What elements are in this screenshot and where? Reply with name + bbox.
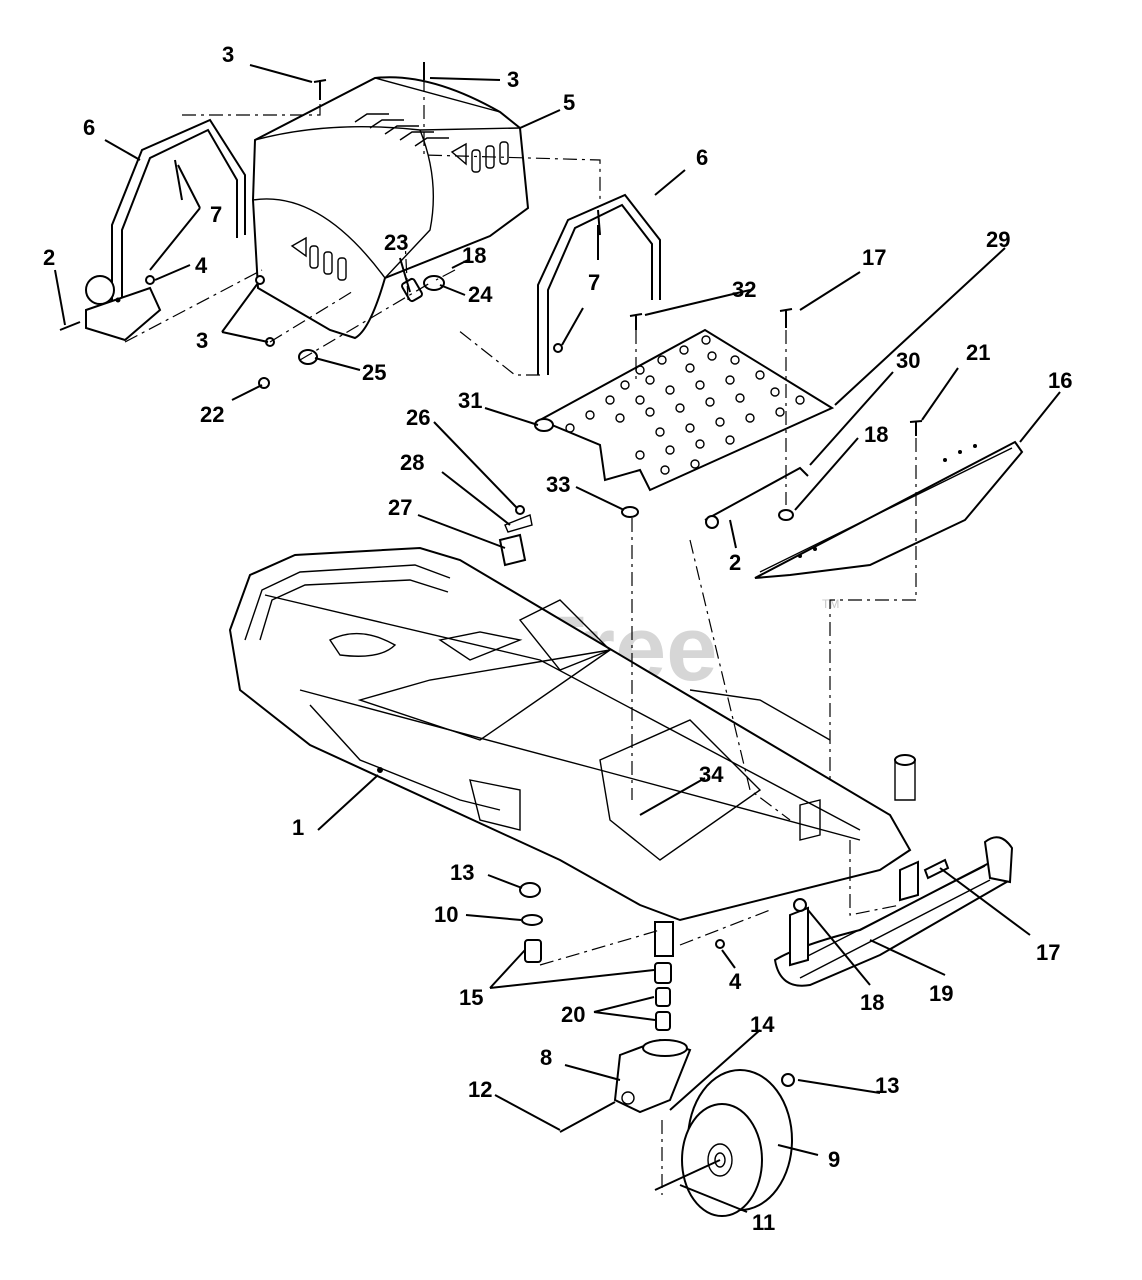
- strap-part-30: [704, 466, 809, 529]
- callout-9: 9: [828, 1147, 840, 1172]
- callout-32: 32: [732, 277, 756, 302]
- callout-8: 8: [540, 1045, 552, 1070]
- watermark-trademark: TM: [822, 597, 839, 611]
- callout-28: 28: [400, 450, 424, 475]
- bumper-part-19: [773, 836, 1014, 987]
- callout-17: 17: [1036, 940, 1060, 965]
- callout-34: 34: [699, 762, 724, 787]
- callout-24: 24: [468, 282, 493, 307]
- callout-4: 4: [195, 253, 208, 278]
- callout-18: 18: [860, 990, 884, 1015]
- nut-13b: [781, 1073, 795, 1087]
- washer-25: [298, 349, 318, 365]
- callout-2: 2: [43, 245, 55, 270]
- callout-10: 10: [434, 902, 458, 927]
- callout-6: 6: [696, 145, 708, 170]
- callout-7: 7: [588, 270, 600, 295]
- callouts: 3 3 5 6 6 7 7 4 2 3 23 18 24 25 22 17 29…: [43, 42, 1072, 1235]
- callout-7: 7: [210, 202, 222, 227]
- callout-21: 21: [966, 340, 990, 365]
- callout-14: 14: [750, 1012, 775, 1037]
- bolt-17b: [923, 858, 950, 880]
- hardware-parts: [59, 62, 950, 1133]
- callout-22: 22: [200, 402, 224, 427]
- spacer-20a: [655, 987, 671, 1007]
- bolt-21: [909, 420, 923, 436]
- callout-15: 15: [459, 985, 483, 1010]
- floor-plate-part-29: [537, 328, 835, 492]
- callout-20: 20: [561, 1002, 585, 1027]
- callout-26: 26: [406, 405, 430, 430]
- callout-18: 18: [864, 422, 888, 447]
- bearing-13a: [519, 882, 541, 898]
- bushing-15b: [654, 962, 672, 984]
- wheel-part-9: [654, 1069, 793, 1217]
- callout-13: 13: [875, 1073, 899, 1098]
- callout-13: 13: [450, 860, 474, 885]
- callout-5: 5: [563, 90, 575, 115]
- nut-4b: [715, 939, 725, 949]
- washer-24: [423, 275, 445, 291]
- callout-11: 11: [752, 1210, 775, 1235]
- pin-7a: [174, 159, 183, 201]
- callout-2: 2: [729, 550, 741, 575]
- callout-3: 3: [196, 328, 208, 353]
- nut-7b: [553, 343, 563, 353]
- callout-12: 12: [468, 1077, 492, 1102]
- callout-31: 31: [458, 388, 482, 413]
- washer-10: [521, 914, 543, 926]
- nut-18b: [778, 509, 794, 521]
- bolt-3c1: [255, 275, 265, 285]
- callout-16: 16: [1048, 368, 1072, 393]
- callout-3: 3: [222, 42, 234, 67]
- caster-fork-part-8: [613, 1038, 692, 1114]
- bolt-17a: [779, 308, 793, 328]
- clip-27: [498, 533, 527, 567]
- callout-30: 30: [896, 348, 920, 373]
- callout-1: 1: [292, 815, 304, 840]
- nut-18c: [793, 898, 807, 912]
- washer-33: [621, 506, 639, 518]
- bracket-part-6-left: [85, 118, 246, 342]
- callout-25: 25: [362, 360, 386, 385]
- plate-28: [504, 514, 533, 533]
- callout-27: 27: [388, 495, 412, 520]
- callout-6: 6: [83, 115, 95, 140]
- frame-part-1: [228, 546, 916, 957]
- callout-29: 29: [986, 227, 1010, 252]
- leader-lines: [54, 64, 1061, 1213]
- callout-4: 4: [729, 969, 742, 994]
- screw-26: [515, 505, 525, 515]
- bushing-15: [524, 939, 542, 963]
- callout-19: 19: [929, 981, 953, 1006]
- nut-4a: [145, 275, 155, 285]
- callout-3: 3: [507, 67, 519, 92]
- bolt-2a: [59, 321, 81, 331]
- callout-33: 33: [546, 472, 570, 497]
- callout-23: 23: [384, 230, 408, 255]
- callout-17: 17: [862, 245, 886, 270]
- callout-18: 18: [462, 243, 486, 268]
- bolt-32: [629, 313, 643, 330]
- side-trim-part-16: [754, 440, 1024, 579]
- assembly-lines: [124, 78, 917, 1195]
- spacer-20b: [655, 1011, 671, 1031]
- cover-part-5: [251, 76, 530, 340]
- bolt-12: [559, 1101, 616, 1133]
